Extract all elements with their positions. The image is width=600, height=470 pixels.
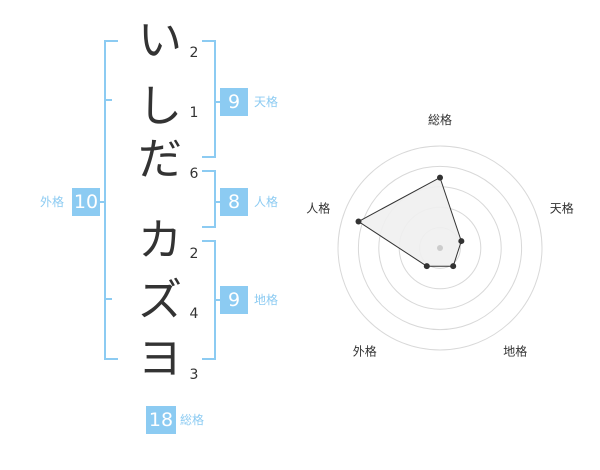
chikaku-badge: 9 xyxy=(220,286,248,314)
gaikaku-badge: 10 xyxy=(72,188,100,216)
radar-grid-ring-1 xyxy=(337,145,543,351)
name-char-5: ズ xyxy=(138,275,182,326)
jinkaku-label: 人格 xyxy=(254,195,279,209)
name-char-6: ヨ xyxy=(138,333,182,384)
jinkaku-badge: 8 xyxy=(220,188,248,216)
radar-grid-ring-2 xyxy=(357,165,523,331)
stroke-count-4: 2 xyxy=(189,246,199,262)
stroke-count-1: 2 xyxy=(189,45,199,61)
radar-axis-label-1: 総格 xyxy=(428,112,452,127)
radar-point-1 xyxy=(437,174,443,181)
chikaku-label: 地格 xyxy=(254,293,279,307)
tenkaku-badge: 9 xyxy=(220,88,248,116)
radar-polygon xyxy=(357,176,462,267)
radar-point-3 xyxy=(450,263,457,270)
name-char-4: カ xyxy=(138,215,182,266)
radar-axis-label-2: 天格 xyxy=(550,200,574,215)
soukaku-badge: 18 xyxy=(146,406,176,434)
tenkaku-label: 天格 xyxy=(254,95,279,109)
stroke-count-5: 4 xyxy=(189,306,199,322)
radar-axis-label-3: 地格 xyxy=(503,344,527,359)
gaikaku-label: 外格 xyxy=(40,195,65,209)
name-char-1: い xyxy=(138,15,182,66)
stroke-count-2: 1 xyxy=(189,105,199,121)
name-char-2: し xyxy=(138,81,182,132)
radar-point-2 xyxy=(458,238,465,245)
soukaku-label: 総格 xyxy=(180,413,205,427)
radar-point-5 xyxy=(355,218,362,225)
stroke-count-6: 3 xyxy=(189,367,199,383)
radar-axis-label-5: 人格 xyxy=(306,200,330,215)
name-char-3: だ xyxy=(138,134,182,185)
radar-center-dot xyxy=(437,245,443,251)
radar-axis-label-4: 外格 xyxy=(353,344,377,359)
stroke-count-3: 6 xyxy=(189,166,199,182)
radar-point-4 xyxy=(423,263,430,270)
